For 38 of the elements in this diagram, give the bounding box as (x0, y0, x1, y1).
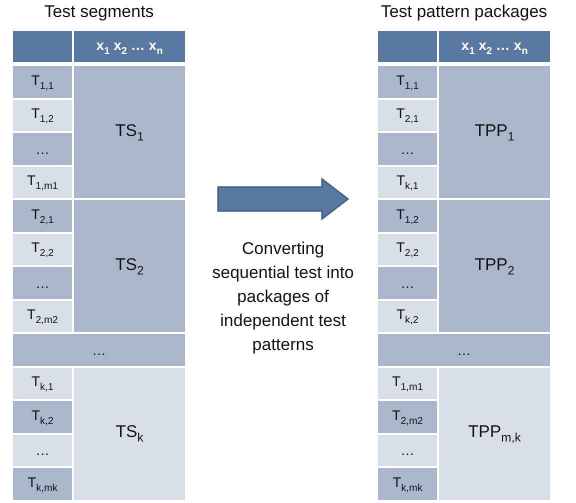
table-cell: T$_{2,1}$ (13, 200, 72, 232)
table-cell: … (13, 434, 72, 466)
table-cell: T$_{1,2}$ (378, 200, 437, 232)
table-cell: T$_{2,m2}$ (13, 300, 72, 332)
table-cell: T$_{k,mk}$ (378, 468, 437, 500)
table-cell: … (378, 334, 550, 366)
segment-cell: TPP$_{m,k}$ (439, 368, 550, 500)
table-cell: T$_{2,m2}$ (378, 401, 437, 432)
table-cell: T$_{1,m1}$ (13, 166, 72, 198)
table-cell: … (378, 434, 437, 466)
table-cell: … (13, 133, 72, 164)
table-cell: T$_{2,2}$ (13, 234, 72, 265)
table-title: Test segments (43, 2, 155, 22)
segment-cell: TPP$_{1}$ (439, 66, 550, 198)
table-title: Test pattern packages (380, 2, 548, 22)
table-cell: T$_{1,m1}$ (378, 368, 437, 399)
table-cell: T$_{1,1}$ (13, 66, 72, 98)
header-cell: x$_{1}$ x$_{2}$ … x$_{n}$ (439, 31, 550, 62)
table-cell: T$_{k,mk}$ (13, 468, 72, 500)
table-cell: … (378, 267, 437, 298)
edge-label: Converting sequential test into packages of independent test patterns (211, 238, 355, 356)
block-arrow (217, 177, 350, 221)
header-cell: x$_{1}$ x$_{2}$ … x$_{n}$ (74, 31, 185, 62)
table-cell: T$_{k,2}$ (378, 300, 437, 332)
table-cell: T$_{1,2}$ (13, 100, 72, 131)
table-cell: T$_{2,2}$ (378, 234, 437, 265)
table-cell: … (378, 133, 437, 164)
table-cell: T$_{k,1}$ (378, 166, 437, 198)
table-cell: T$_{1,1}$ (378, 66, 437, 98)
table-cell: … (13, 267, 72, 298)
table-cell: T$_{k,1}$ (13, 368, 72, 399)
segment-cell: TS$_{2}$ (74, 200, 185, 332)
segment-cell: TS$_{1}$ (74, 66, 185, 198)
table-cell: … (13, 334, 185, 366)
segment-cell: TPP$_{2}$ (439, 200, 550, 332)
segment-cell: TS$_{k}$ (74, 368, 185, 500)
table-cell: T$_{2,1}$ (378, 100, 437, 131)
table-cell: T$_{k,2}$ (13, 401, 72, 432)
